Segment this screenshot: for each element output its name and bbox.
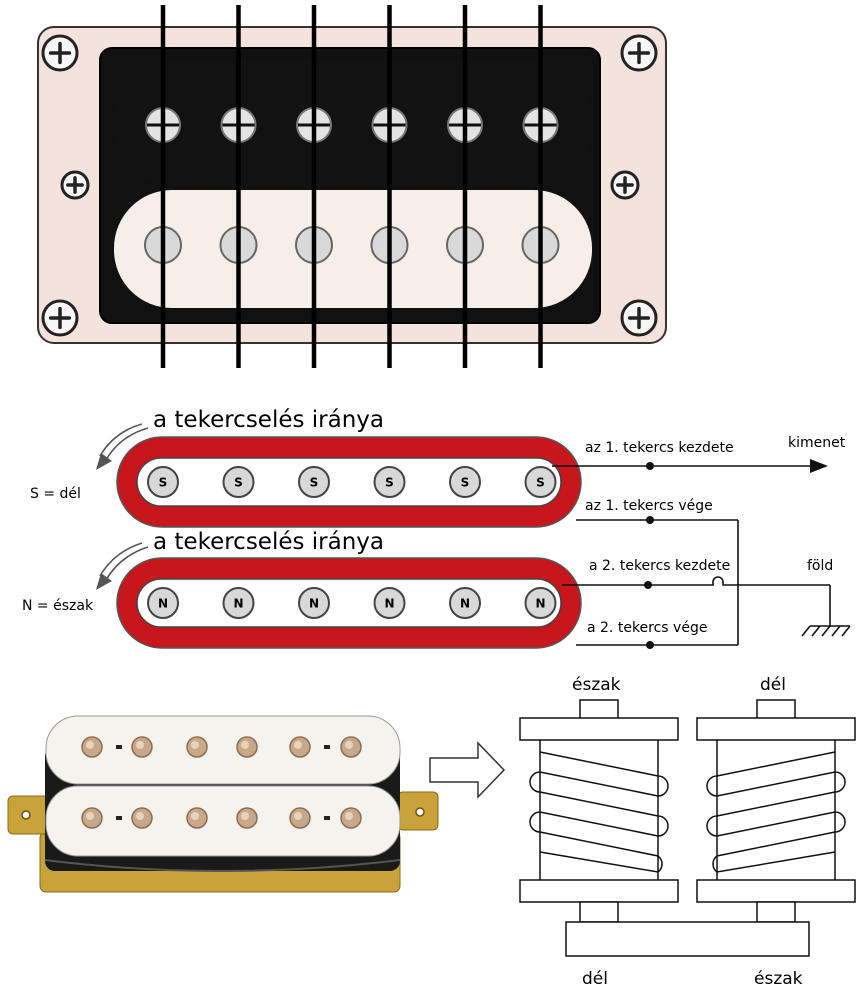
dot-marker <box>324 816 330 820</box>
phillips-screw-icon <box>620 34 658 72</box>
top-left-pole-label: észak <box>572 675 621 695</box>
bottom-right-pole-label: észak <box>754 969 803 989</box>
dot-marker <box>116 816 122 820</box>
right-arrow-icon <box>429 741 506 799</box>
north-pole-piece: N <box>298 587 330 619</box>
coil-1-end-label: az 1. tekercs vége <box>585 498 713 514</box>
cream-coil-cover <box>114 190 592 308</box>
pole-screw <box>340 736 362 758</box>
coil-2-bobbin <box>136 578 562 628</box>
south-pole-piece: S <box>449 466 481 498</box>
wires <box>552 465 851 646</box>
coil-2-start-label: a 2. tekercs kezdete <box>589 558 730 574</box>
dot-marker <box>116 745 122 749</box>
left-top-flange <box>519 717 679 741</box>
steel-base-plate <box>565 921 810 957</box>
winding-arrow-top <box>96 423 149 470</box>
output-label: kimenet <box>788 435 846 451</box>
north-pole-piece: N <box>147 587 179 619</box>
pole-screw <box>186 807 208 829</box>
north-pole-piece-letter: N <box>309 597 319 611</box>
top-right-pole-label: dél <box>760 675 786 695</box>
pole-screw <box>81 736 103 758</box>
mounting-screws <box>41 34 658 337</box>
south-pole-piece: S <box>373 466 406 498</box>
coil-schematic <box>519 699 856 957</box>
right-bottom-flange <box>696 879 856 903</box>
south-pole-piece-letter: S <box>159 476 168 490</box>
north-pole-piece: N <box>524 587 557 619</box>
south-label: S = dél <box>30 486 81 502</box>
coil-2-end-label: a 2. tekercs vége <box>587 620 707 636</box>
north-pole-piece: N <box>449 587 481 619</box>
upper-white-bobbin <box>45 715 401 785</box>
lower-white-bobbin <box>45 785 401 857</box>
pole-screw <box>289 807 311 829</box>
left-bottom-flange <box>519 879 679 903</box>
phillips-screw-icon <box>41 299 79 337</box>
winding-arrow-bottom <box>96 542 149 590</box>
north-pole-piece: N <box>222 587 255 619</box>
winding-direction-top-label: a tekercselés iránya <box>153 407 384 433</box>
right-coil-windings <box>706 751 846 873</box>
south-pole-piece: S <box>298 466 330 498</box>
guitar-strings <box>160 5 543 368</box>
north-pole-piece: N <box>373 587 406 619</box>
south-pole-piece-letter: S <box>536 476 545 490</box>
south-pole-piece: S <box>147 466 179 498</box>
coil-1-start-label: az 1. tekercs kezdete <box>585 440 734 456</box>
left-tab-screw-hole <box>21 810 31 820</box>
pole-screw <box>186 736 208 758</box>
pole-screw <box>131 736 153 758</box>
ground-label: föld <box>807 558 833 574</box>
pole-screw <box>81 807 103 829</box>
south-pole-piece-letter: S <box>385 476 394 490</box>
south-pole-piece-letter: S <box>461 476 470 490</box>
right-top-flange <box>696 717 856 741</box>
wiring-diagram: S S S S S S N N N N N N a tekercselés iránya a tek… <box>22 407 851 649</box>
north-pole-piece-letter: N <box>158 597 168 611</box>
south-pole-piece-letter: S <box>234 476 243 490</box>
south-pole-piece: S <box>222 466 255 498</box>
wire-junctions <box>644 462 654 649</box>
pickup-illustration <box>7 715 439 893</box>
south-pole-piece: S <box>524 466 557 498</box>
coil-wrap-edge <box>44 859 401 872</box>
dot-marker <box>324 745 330 749</box>
right-magnet-top <box>756 699 796 721</box>
south-pole-piece-letter: S <box>310 476 319 490</box>
pole-screw <box>236 807 258 829</box>
coil-1-bobbin <box>136 457 562 507</box>
winding-direction-bottom-label: a tekercselés iránya <box>153 529 384 555</box>
phillips-screw-icon <box>60 170 90 200</box>
right-magnet-bottom <box>756 901 796 923</box>
bottom-left-pole-label: dél <box>582 969 608 989</box>
phillips-screw-icon <box>620 299 658 337</box>
pole-screws <box>81 736 362 829</box>
output-arrow-icon <box>810 459 828 473</box>
phillips-screw-icon <box>610 170 640 200</box>
left-coil-windings <box>529 751 669 873</box>
north-label: N = észak <box>22 598 94 614</box>
phillips-screw-icon <box>41 34 79 72</box>
pole-screw <box>131 807 153 829</box>
left-magnet-bottom <box>579 901 619 923</box>
pickup-top-view <box>37 5 667 368</box>
pole-screw <box>236 736 258 758</box>
north-pole-piece-letter: N <box>535 597 545 611</box>
north-pole-piece-letter: N <box>460 597 470 611</box>
north-pole-piece-letter: N <box>233 597 243 611</box>
left-magnet-top <box>579 699 619 721</box>
pole-screw <box>289 736 311 758</box>
pole-screw <box>340 807 362 829</box>
north-pole-piece-letter: N <box>384 597 394 611</box>
right-tab-screw-hole <box>415 807 425 817</box>
black-coil-cover <box>114 60 592 188</box>
